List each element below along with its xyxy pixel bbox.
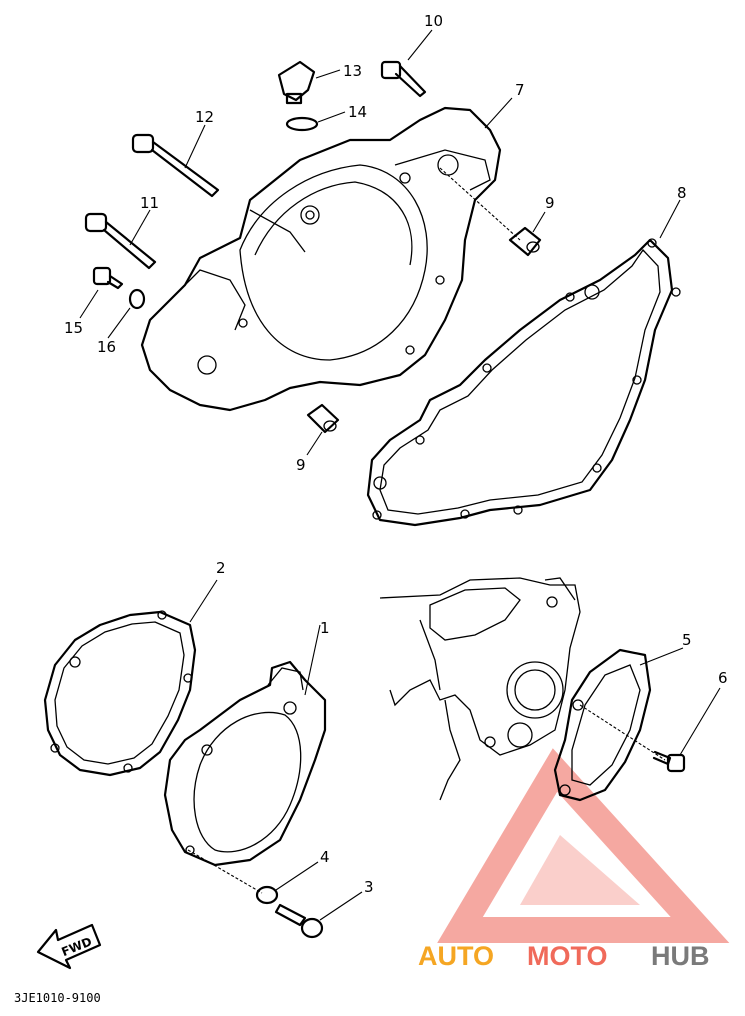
washer-4-icon	[255, 885, 279, 905]
leader-lines	[79, 29, 721, 921]
callout-6: 6	[718, 669, 728, 687]
crankcase-cover	[140, 106, 502, 412]
callout-12: 12	[195, 108, 214, 126]
callout-5: 5	[682, 631, 692, 649]
watermark-moto: MOTO	[527, 941, 608, 971]
forward-arrow-icon: FWD	[36, 923, 102, 970]
diagram-code: 3JE1010-9100	[14, 991, 101, 1005]
screw-15-icon	[92, 266, 124, 290]
dowel-pin-upper-icon	[508, 226, 542, 257]
callout-14: 14	[348, 103, 367, 121]
callout-3: 3	[364, 878, 374, 896]
callout-9-upper: 9	[545, 194, 555, 212]
dowel-pin-lower-icon	[306, 403, 340, 434]
filler-plug-icon	[277, 60, 316, 105]
clutch-cover-gasket	[43, 610, 197, 777]
callout-4: 4	[320, 848, 330, 866]
callout-11: 11	[140, 194, 159, 212]
crankcase-gasket	[366, 238, 681, 527]
washer-16-icon	[128, 288, 146, 310]
callout-7: 7	[515, 81, 525, 99]
bolt-6-icon	[652, 750, 686, 773]
bolt-12-icon	[131, 133, 220, 198]
o-ring-icon	[285, 116, 319, 132]
watermark-auto: AUTO	[418, 941, 494, 971]
clutch-cover	[163, 660, 327, 867]
callout-16: 16	[97, 338, 116, 356]
callout-8: 8	[677, 184, 687, 202]
callout-13: 13	[343, 62, 362, 80]
pump-cover	[553, 648, 652, 802]
callout-9-lower: 9	[296, 456, 306, 474]
part-callouts: 1 2 3 4 5 6 7 8 9 9 10 11 12 13 14 15 16	[64, 12, 728, 896]
callout-1: 1	[320, 619, 330, 637]
engine-housing	[379, 577, 581, 801]
bolt-10-icon	[380, 60, 427, 98]
bolt-11-icon	[84, 212, 157, 270]
screw-3-icon	[274, 903, 324, 939]
watermark-hub: HUB	[651, 941, 710, 971]
callout-10: 10	[424, 12, 443, 30]
callout-2: 2	[216, 559, 226, 577]
callout-15: 15	[64, 319, 83, 337]
watermark-text: AUTO MOTO HUB	[418, 941, 710, 971]
watermark-logo-icon	[437, 748, 730, 943]
